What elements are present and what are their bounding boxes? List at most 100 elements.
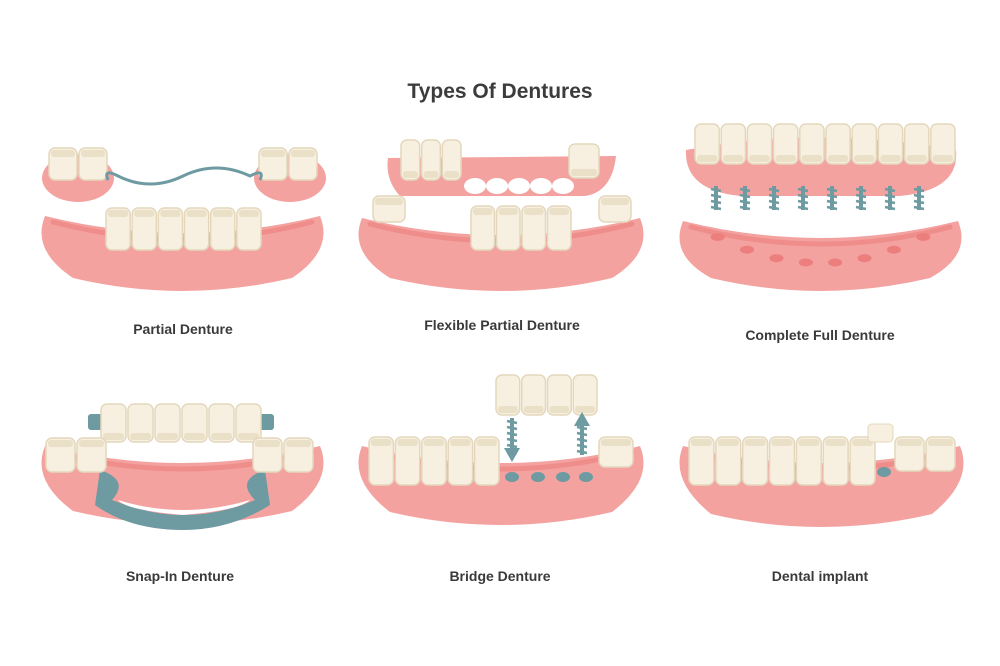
tooth-shade — [801, 155, 822, 162]
tooth-shade — [255, 440, 280, 447]
implant-thread — [913, 205, 925, 211]
tooth-shade — [186, 210, 207, 217]
tooth — [546, 205, 572, 251]
implant-thread — [576, 425, 588, 431]
implant-thread — [884, 199, 896, 205]
tooth — [521, 374, 547, 416]
implant-thread — [506, 419, 518, 425]
implant-thread — [797, 187, 809, 193]
implant-thread — [797, 199, 809, 205]
tooth-shade — [932, 155, 953, 162]
label-snap-in-denture: Snap-In Denture — [126, 568, 234, 584]
snap-clip-left — [88, 414, 104, 430]
tooth-shade — [523, 406, 544, 413]
tooth — [720, 123, 747, 165]
implant-thread — [506, 437, 518, 443]
implant-thread — [826, 187, 838, 193]
tooth-shade — [498, 406, 518, 413]
implant-thread — [710, 187, 722, 193]
tooth — [394, 436, 421, 486]
tooth-shade — [184, 433, 205, 440]
tooth — [447, 436, 474, 486]
partial-denture-illustration — [41, 147, 326, 291]
tooth — [799, 123, 825, 165]
tooth — [208, 403, 235, 443]
tooth-shade — [571, 169, 597, 176]
tooth-shade — [575, 406, 595, 413]
implant-thread — [913, 193, 925, 199]
snap-in-denture-illustration — [41, 403, 324, 530]
flexible-base-bump — [552, 178, 574, 194]
implant-thread — [710, 205, 722, 211]
tooth — [688, 436, 715, 486]
tooth-shade — [775, 155, 796, 162]
tooth-shade — [211, 433, 232, 440]
tooth-shade — [108, 210, 129, 217]
implant-abutment — [505, 472, 519, 482]
tooth — [441, 139, 462, 181]
tooth-shade — [771, 439, 793, 446]
flexible-base-bump — [486, 178, 508, 194]
tooth-shade — [825, 439, 847, 446]
tooth — [768, 436, 796, 486]
implant-thread — [884, 205, 896, 211]
tooth — [495, 374, 521, 416]
tooth — [495, 205, 521, 251]
tooth-shade — [371, 439, 392, 446]
tooth-shade — [238, 433, 259, 440]
tooth — [157, 207, 184, 251]
implant-thread — [768, 193, 780, 199]
tooth — [715, 436, 742, 486]
implant-thread — [913, 199, 925, 205]
implant-thread — [826, 205, 838, 211]
tooth-shade — [212, 210, 233, 217]
implant-thread — [855, 187, 867, 193]
tooth — [930, 123, 956, 165]
tooth-shade — [928, 439, 953, 446]
tooth — [235, 403, 262, 443]
tooth — [694, 123, 720, 165]
snap-metal-frame — [95, 470, 270, 530]
tooth — [822, 436, 849, 486]
tooth-socket — [886, 245, 901, 254]
tooth-shade — [897, 439, 922, 446]
tooth-shade — [852, 439, 873, 446]
implant-abutment — [877, 467, 891, 477]
complete-full-denture-illustration — [679, 123, 962, 291]
tooth — [209, 207, 236, 251]
implant-crown — [867, 423, 894, 443]
tooth-shade — [48, 440, 73, 447]
tooth-socket — [916, 232, 931, 241]
label-flexible-partial-denture: Flexible Partial Denture — [424, 317, 580, 333]
tooth-shade — [601, 198, 629, 205]
tooth-shade — [549, 208, 569, 215]
label-bridge-denture: Bridge Denture — [449, 568, 550, 584]
implant-thread — [576, 431, 588, 437]
tooth — [849, 436, 876, 486]
implant-thread — [506, 431, 518, 437]
tooth-socket — [710, 232, 725, 241]
tooth-shade — [906, 155, 927, 162]
tooth — [851, 123, 878, 165]
implant-thread — [506, 425, 518, 431]
tooth-shade — [286, 440, 311, 447]
implant-thread — [797, 205, 809, 211]
tooth-shade — [160, 210, 181, 217]
implant-thread — [884, 193, 896, 199]
tooth-shade — [854, 155, 875, 162]
tooth-shade — [601, 439, 631, 446]
tooth-shade — [51, 150, 75, 157]
label-dental-implant: Dental implant — [772, 568, 869, 584]
tooth-shade — [798, 439, 820, 446]
tooth — [420, 139, 442, 181]
flexible-base-bump — [508, 178, 530, 194]
tooth — [572, 374, 598, 416]
gum-line — [688, 224, 953, 247]
tooth — [746, 123, 773, 165]
tooth — [183, 207, 210, 251]
arrow-down-left — [504, 448, 520, 462]
tooth — [421, 436, 447, 486]
tooth-shade — [403, 171, 418, 178]
arrow-up-right — [574, 412, 590, 426]
snap-clip-right — [258, 414, 274, 430]
